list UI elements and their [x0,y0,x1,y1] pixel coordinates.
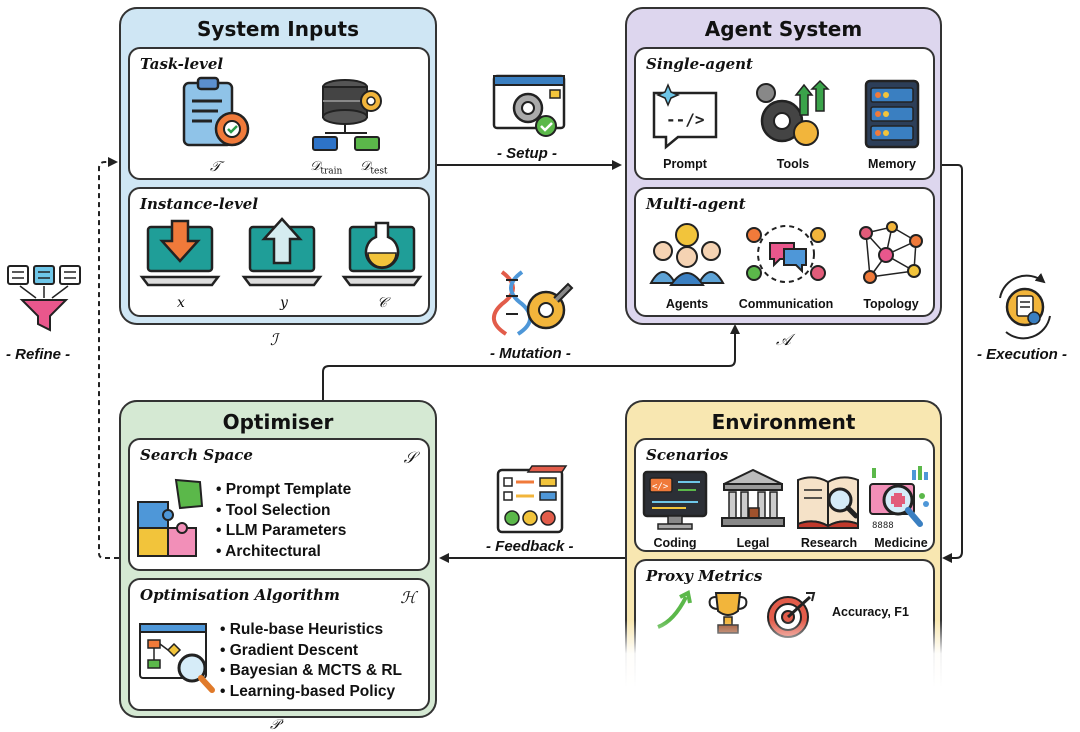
agent-system-panel: Agent System Single-agent --/> Prompt To… [625,7,942,325]
memory-label: Memory [868,157,916,171]
agent-system-symbol: 𝒜 [776,330,792,349]
system-inputs-title: System Inputs [197,17,359,41]
refine-label: - Refine - [4,346,73,363]
scenarios-box: Scenarios </> Coding Legal [634,438,935,552]
agents-label: Agents [665,297,709,311]
prompt-label: Prompt [663,157,707,171]
puzzle-icon [137,478,204,557]
coding-monitor-icon: </> [642,470,708,530]
setup-gear-window-icon [492,74,566,137]
flowchart-search-icon [139,623,215,693]
instance-level-title: Instance-level [140,195,259,213]
coding-label: Coding [653,536,697,550]
search-space-title: Search Space [140,446,253,464]
courthouse-icon [721,468,785,527]
svg-text:8888: 8888 [872,521,894,531]
search-space-symbol: 𝒮 [403,448,416,467]
system-inputs-panel: System Inputs Task-level 𝒯 [119,7,437,325]
dna-gear-icon [492,270,574,336]
feedback-label: - Feedback - [484,538,576,555]
search-space-item: Prompt Template [216,480,351,501]
train-data-symbol: 𝒟train [310,159,343,177]
mutation-arrow [322,324,740,400]
legal-label: Legal [736,536,770,550]
tools-label: Tools [776,157,810,171]
scenarios-title: Scenarios [646,446,729,464]
research-label: Research [800,536,858,550]
proxy-metrics-text: Accuracy, F1 [832,605,909,619]
communication-label: Communication [738,297,834,311]
search-space-box: Search Space 𝒮 Prompt Template Tool Sele… [128,438,430,571]
single-agent-title: Single-agent [646,55,753,73]
topology-label: Topology [863,297,919,311]
optimiser-symbol: 𝒫 [270,717,281,732]
laptop-upload-icon [241,217,323,287]
algorithm-item: Learning-based Policy [220,682,402,703]
svg-text:</>: </> [652,482,669,492]
algorithm-item: Rule-base Heuristics [220,620,402,641]
execution-cycle-icon [999,273,1051,340]
optimiser-title: Optimiser [222,410,334,434]
optimiser-panel: Optimiser Search Space 𝒮 Prompt Template… [119,400,437,718]
search-space-list: Prompt Template Tool Selection LLM Param… [216,480,351,562]
y-symbol: y [280,295,288,311]
x-symbol: x [177,295,185,311]
single-agent-box: Single-agent --/> Prompt Tools Memory [634,47,935,180]
setup-label: - Setup - [495,145,559,162]
communication-icon [746,225,826,283]
clipboard-gear-icon [182,76,250,147]
task-symbol: 𝒯 [210,159,221,175]
optimisation-algorithm-title: Optimisation Algorithm [140,586,340,604]
svg-text:--/>: --/> [666,110,705,129]
refine-funnel-icon [7,265,81,332]
c-symbol: 𝒞 [377,295,388,311]
medicine-icon: 8888 [869,466,929,531]
task-level-box: Task-level 𝒯 𝒟train [128,47,430,180]
system-inputs-symbol: ℐ [270,330,278,349]
laptop-flask-icon [341,221,423,287]
research-book-icon [797,476,859,529]
prompt-icon: --/> [652,83,718,150]
algorithm-item: Gradient Descent [220,641,402,662]
feedback-survey-icon [496,465,568,534]
test-data-symbol: 𝒟test [360,159,388,177]
agent-system-title: Agent System [704,17,863,41]
algorithm-item: Bayesian & MCTS & RL [220,661,402,682]
execution-arrow [942,164,963,563]
medicine-label: Medicine [874,536,928,550]
agents-group-icon [649,223,725,286]
optimisation-algorithm-symbol: ℋ [400,588,416,607]
multi-agent-box: Multi-agent Agents Communication [634,187,935,317]
bottom-fade-overlay [600,620,1080,732]
search-space-item: Architectural [216,542,351,563]
mutation-label: - Mutation - [488,345,573,362]
environment-title: Environment [711,410,856,434]
memory-server-icon [864,79,920,149]
multi-agent-title: Multi-agent [646,195,746,213]
task-level-title: Task-level [140,55,224,73]
execution-label: - Execution - [975,346,1070,363]
optimisation-algorithm-box: Optimisation Algorithm ℋ Rule-base Heuri… [128,578,430,711]
tools-icon [756,79,830,146]
instance-level-box: Instance-level x y 𝒞 [128,187,430,317]
laptop-download-icon [139,219,221,287]
search-space-item: LLM Parameters [216,521,351,542]
database-gear-icon [312,79,382,151]
topology-network-icon [859,221,923,284]
proxy-metrics-title: Proxy Metrics [646,567,763,585]
algorithm-list: Rule-base Heuristics Gradient Descent Ba… [220,620,402,702]
search-space-item: Tool Selection [216,501,351,522]
refine-arrow [98,157,119,559]
